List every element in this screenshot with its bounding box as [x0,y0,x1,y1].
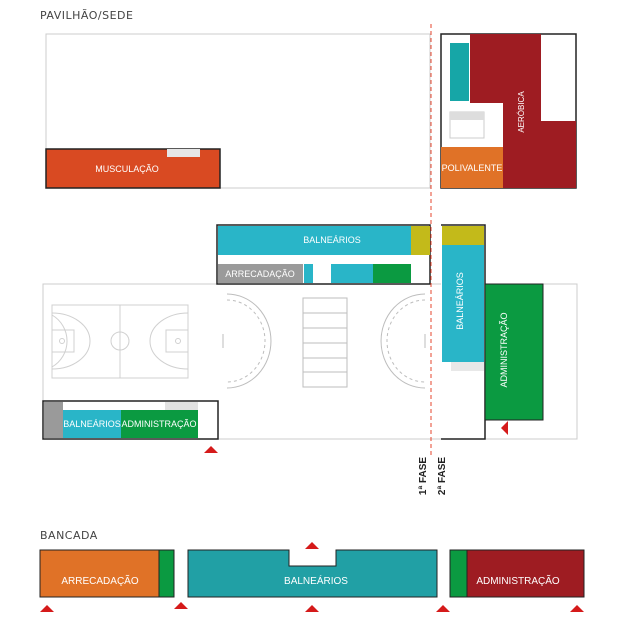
entrance-marker [305,605,319,612]
entrance-marker [570,605,584,612]
room-balnearios-top[interactable] [218,226,411,255]
label-administracao-bottom: ADMINISTRAÇÃO [121,419,196,429]
room-olive-right[interactable] [442,226,484,245]
label-balnearios-bancada: BALNEÁRIOS [284,574,348,587]
label-balnearios-top: BALNEÁRIOS [303,235,361,245]
window-musculacao [167,149,200,157]
room-polivalente[interactable] [441,147,503,188]
room-green-mid[interactable] [373,264,411,283]
entrance-marker [305,542,319,549]
window-bottom [165,402,198,410]
room-balnearios-right[interactable] [442,245,484,362]
entrance-marker [40,605,54,612]
room-balnearios-bancada[interactable] [187,549,438,598]
room-aerobica[interactable] [470,34,576,188]
label-musculacao: MUSCULAÇÃO [95,164,159,174]
label-aerobica: AERÓBICA [517,91,526,133]
room-administracao-right[interactable] [484,283,544,421]
section-label-pavilhao: PAVILHÃO/SEDE [40,9,134,22]
entrance-marker [204,446,218,453]
label-balnearios-right: BALNEÁRIOS [455,272,465,330]
label-administracao-bancada: ADMINISTRAÇÃO [476,574,560,587]
entrance-marker [436,605,450,612]
room-green-bancada[interactable] [158,549,175,598]
room-cyan-mid[interactable] [331,264,373,283]
window-right [451,362,484,371]
section-label-bancada: BANCADA [40,529,98,542]
room-balnearios-bottom[interactable] [63,410,121,438]
entrance-marker [174,602,188,609]
room-olive-top[interactable] [411,226,430,255]
handball-court [222,293,426,389]
room-sede-teal[interactable] [450,43,469,101]
label-balnearios-bottom: BALNEÁRIOS [63,419,121,429]
room-gray-bottom[interactable] [44,402,63,438]
basketball-court [51,304,189,379]
room-arrecadacao-bancada[interactable] [39,549,160,598]
room-green-bancada-right[interactable] [449,549,468,598]
room-administracao-bancada[interactable] [466,549,585,598]
label-arrecadacao-bancada: ARRECADAÇÃO [61,574,138,587]
room-arrecadacao-mid[interactable] [218,264,303,283]
window-sede [450,112,484,120]
label-phase-1: 1ª FASE [418,457,429,495]
label-polivalente: POLIVALENTE [442,163,503,173]
entrance-marker [501,421,508,435]
room-small-cyan[interactable] [304,264,313,283]
label-phase-2: 2ª FASE [437,457,448,495]
label-administracao-right: ADMINISTRAÇÃO [499,312,509,387]
room-administracao-bottom[interactable] [121,410,198,438]
label-arrecadacao-mid: ARRECADAÇÃO [225,269,295,279]
